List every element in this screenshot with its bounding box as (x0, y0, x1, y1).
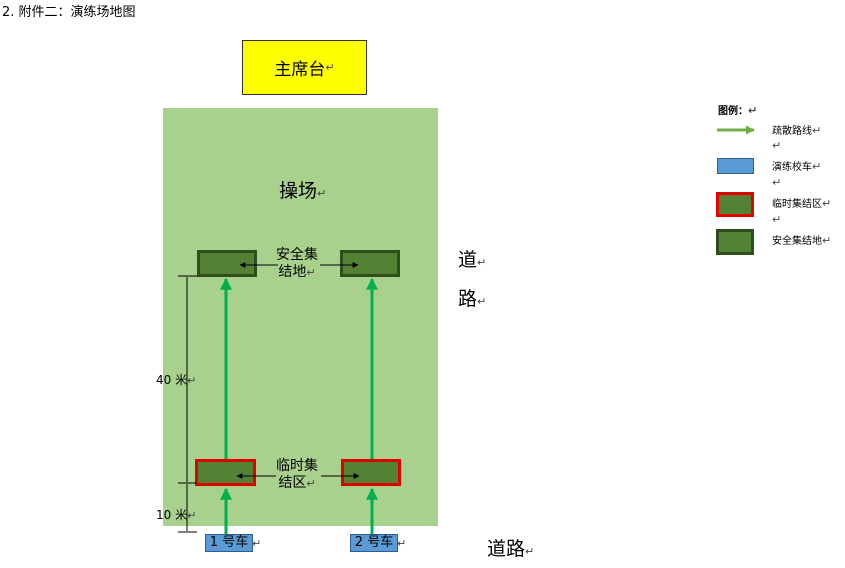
playground-area (163, 108, 438, 526)
distance-label-40m: 40 米↵ (156, 373, 197, 387)
bus-2: 2 号车 (350, 534, 398, 552)
temp-assembly-zone-2 (341, 459, 401, 486)
temp-assembly-zone-1 (195, 459, 256, 486)
legend-item-safe-zone: 安全集结地↵ (772, 234, 832, 247)
stage-label: 主席台 (274, 60, 326, 80)
playground-label: 操场↵ (279, 180, 327, 202)
road-label-right-bottom: 路↵ (458, 288, 487, 310)
safe-zone-label: 安全集 结地↵ (276, 247, 318, 280)
reviewing-stage: 主席台↵ (242, 40, 367, 95)
safe-assembly-zone-1 (197, 250, 257, 277)
safe-assembly-zone-2 (340, 250, 400, 277)
temp-zone-label: 临时集 结区↵ (276, 458, 318, 491)
legend-item-route: 疏散路线↵ (772, 124, 822, 137)
page-heading: 2. 附件二：演练场地图 (2, 5, 136, 20)
legend-item-bus: 演练校车↵ (772, 160, 822, 173)
legend-temp-zone-icon (716, 192, 754, 217)
bus-1: 1 号车 (205, 534, 253, 552)
distance-label-10m: 10 米↵ (156, 508, 197, 522)
road-label-right-top: 道↵ (458, 249, 487, 271)
road-label-bottom: 道路↵ (487, 538, 535, 560)
paragraph-mark: ↵ (325, 61, 335, 74)
legend-title: 图例：↵ (718, 104, 758, 117)
legend-bus-icon (717, 158, 754, 174)
legend-safe-zone-icon (716, 229, 754, 255)
legend-item-temp-zone: 临时集结区↵ (772, 197, 832, 210)
